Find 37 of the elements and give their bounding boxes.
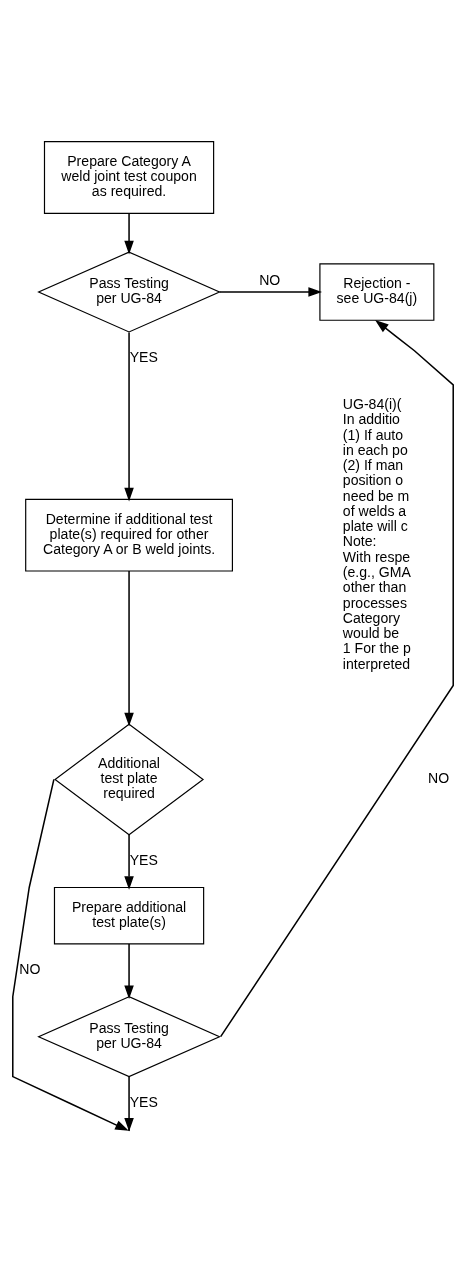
node-box: Prepare Category A weld joint test coupon as required. [43, 141, 215, 214]
node-diamond: Pass Testing per UG-84 [37, 996, 221, 1078]
node-diamond: Pass Testing per UG-84 [37, 251, 221, 333]
label: In additio [342, 411, 400, 428]
label: of welds a [342, 502, 407, 519]
arrow [124, 943, 134, 1000]
edge-label: YES [129, 1093, 158, 1110]
node-box: Rejection - see UG-84(j) [319, 263, 435, 321]
label: (2) If man [342, 457, 404, 474]
edge-label: NO [259, 271, 281, 288]
arrow [219, 319, 454, 1038]
arrow [124, 570, 134, 727]
arrow [124, 331, 134, 502]
arrow [124, 833, 134, 890]
arrow [114, 1075, 134, 1132]
label: position o [342, 472, 404, 489]
node-box: Determine if additional test plate(s) required for other Category A or B weld joints. [25, 498, 233, 572]
label: UG-84(i)( [342, 396, 402, 413]
label: would be [342, 625, 400, 642]
edge-label: NO [427, 770, 450, 787]
label: With respe [342, 548, 411, 565]
label: Note: [342, 533, 377, 550]
node-box: Prepare additional test plate(s) [53, 886, 205, 945]
label: processes [342, 594, 407, 611]
arrow [124, 212, 134, 255]
label: (1) If auto [342, 426, 404, 443]
label: need be m [342, 487, 410, 504]
node-diamond: Additional test plate required [54, 723, 205, 836]
edge-label: YES [129, 349, 158, 366]
arrow [12, 778, 129, 1131]
label: plate will c [342, 518, 408, 535]
label: other than [342, 579, 407, 596]
label: interpreted [342, 655, 411, 672]
label: 1 For the p [342, 640, 411, 657]
edge-label: NO [19, 960, 41, 977]
edge-label: YES [129, 851, 158, 868]
arrow [218, 287, 322, 297]
